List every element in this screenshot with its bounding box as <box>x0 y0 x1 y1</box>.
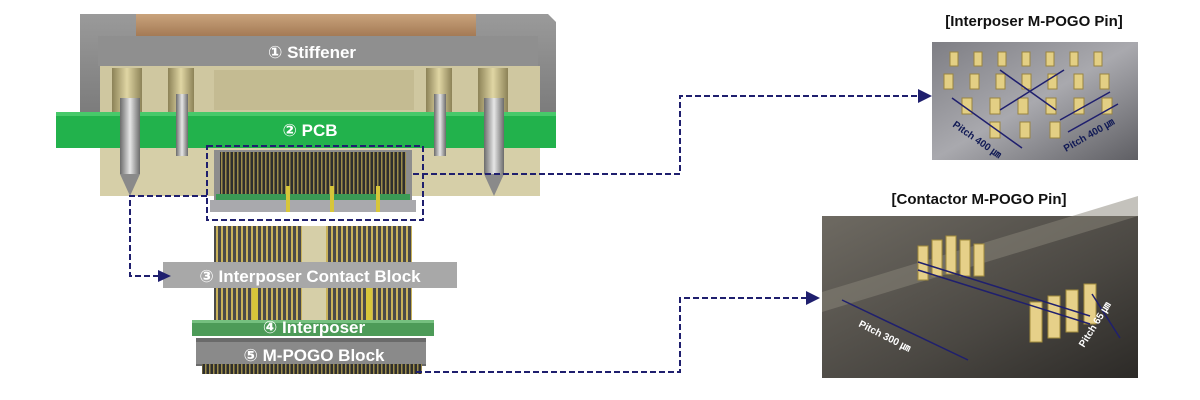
leader-line-contactor-pin <box>416 297 806 373</box>
stiffener-top-copper <box>136 14 476 36</box>
screw <box>120 98 140 174</box>
connector-gold-rod <box>286 186 290 212</box>
interposer-pin-title: [Interposer M-POGO Pin] <box>945 13 1123 30</box>
pin-rod <box>434 94 446 156</box>
leader-line-interposer-pin <box>413 95 918 175</box>
label-mpogo-block: ⑤ M-POGO Block <box>244 346 386 365</box>
mpogo-block-pins <box>202 364 422 374</box>
interposer-pin-array <box>943 51 1113 139</box>
assembly-cross-section: ① Stiffener ② PCB ③ Interposer Contact B… <box>56 14 556 374</box>
interposer-board <box>192 320 434 336</box>
arrowhead <box>158 270 171 282</box>
mpogo-block-face <box>196 342 426 364</box>
contactor-pin-group-right <box>1029 283 1097 343</box>
contact-block-gold-rod <box>252 288 258 324</box>
connector-gold-rod <box>330 186 334 212</box>
label-box-contact-block <box>163 262 457 288</box>
connector-gold-rod <box>376 186 380 212</box>
interposer-pitch-lines <box>951 69 1119 149</box>
leader-line-contact-block <box>129 195 207 277</box>
contactor-pin-title: [Contactor M-POGO Pin] <box>892 191 1067 208</box>
interposer-pin-panel: [Interposer M-POGO Pin] Pitch 400 ㎛ Pitc… <box>932 13 1138 161</box>
label-stiffener: ① Stiffener <box>268 43 356 62</box>
leader-lines <box>129 95 918 373</box>
contactor-pitch-lines <box>841 261 1121 361</box>
arrowhead <box>806 291 820 305</box>
stiffener-inner-recess <box>98 36 538 66</box>
label-interposer-contact-block: ③ Interposer Contact Block <box>199 267 421 286</box>
connector-pins <box>220 152 406 194</box>
connector-base <box>210 200 416 212</box>
contact-block-gold-rod <box>366 288 372 324</box>
highlight-dashed-box <box>206 145 424 221</box>
screw-tip <box>484 174 504 196</box>
contactor-pin-panel: [Contactor M-POGO Pin] Pitch 300 ㎛ Pitch… <box>822 191 1138 378</box>
pin-rod <box>176 94 188 156</box>
screw <box>484 98 504 174</box>
interposer-board-edge <box>192 320 434 323</box>
pcb-highlight <box>56 112 556 116</box>
connector-pcb-strip <box>216 194 410 200</box>
arrowhead <box>918 89 932 103</box>
label-pcb: ② PCB <box>282 121 337 140</box>
label-interposer: ④ Interposer <box>263 318 366 337</box>
stiffener-center-panel <box>214 70 414 110</box>
screw-tip <box>120 174 140 196</box>
